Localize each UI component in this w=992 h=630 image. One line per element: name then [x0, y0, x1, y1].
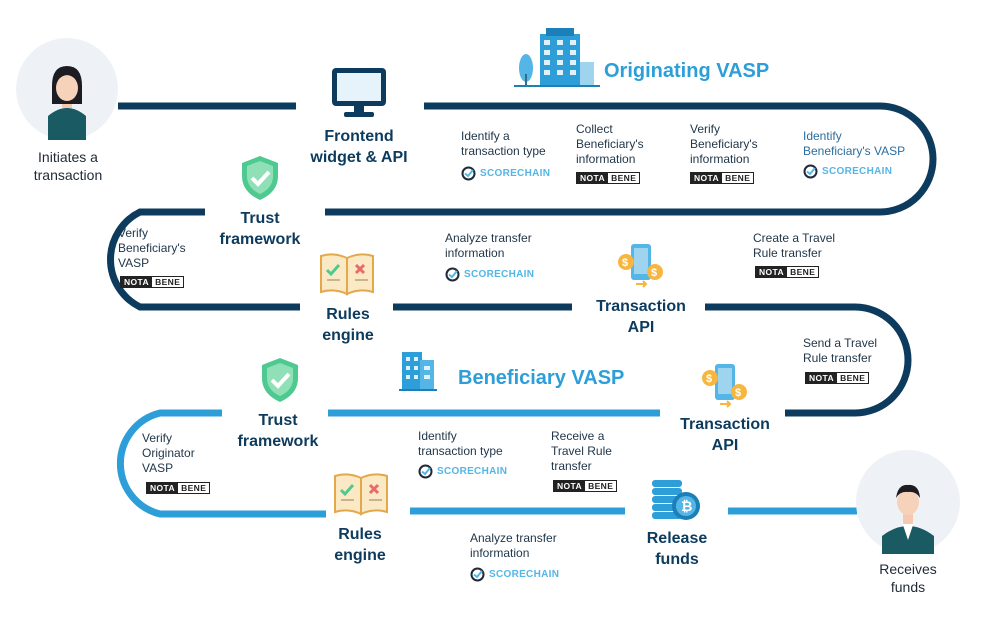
step-identify-transaction-type: Identify a transaction type — [461, 129, 546, 158]
release-funds-label: Release funds — [646, 530, 708, 568]
svg-text:$: $ — [651, 267, 657, 279]
building-icon — [399, 352, 437, 391]
step-receive-travel-rule-transfer: Receive a Travel Rule transfer — [551, 429, 612, 473]
notabene-wordmark-a: NOTA — [691, 173, 723, 183]
originating-vasp-title: Originating VASP — [604, 60, 770, 82]
notabene-wordmark-b: BENE — [152, 277, 184, 287]
step-send-travel-rule-transfer: Send a Travel Rule transfer — [803, 336, 878, 365]
track-segment-5 — [705, 303, 912, 417]
svg-text:$: $ — [735, 387, 741, 399]
notabene-wordmark-a: NOTA — [554, 481, 586, 491]
scorechain-badge: SCORECHAIN — [461, 166, 550, 181]
notabene-wordmark-b: BENE — [608, 173, 640, 183]
transaction-api-label: Transaction API — [596, 298, 686, 336]
originator-label: Initiates a transaction — [33, 149, 103, 183]
beneficiary-label: Receives funds — [879, 561, 937, 595]
step-verify-originator-vasp: Verify Originator VASP — [142, 431, 195, 475]
track-segment-3 — [107, 208, 300, 311]
trust-framework-label: Trust framework — [237, 412, 319, 450]
notabene-wordmark-a: NOTA — [756, 267, 788, 277]
man-icon — [882, 484, 934, 554]
step-verify-beneficiary-vasp: Verify Beneficiary's VASP — [118, 226, 186, 270]
svg-text:₿: ₿ — [681, 498, 692, 514]
scorechain-wordmark: SCORECHAIN — [464, 269, 535, 280]
beneficiary-avatar — [856, 450, 960, 554]
notabene-wordmark-b: BENE — [837, 373, 869, 383]
scorechain-logo-icon — [470, 567, 485, 582]
scorechain-wordmark: SCORECHAIN — [480, 168, 551, 179]
scorechain-badge: SCORECHAIN — [803, 164, 892, 179]
scorechain-wordmark: SCORECHAIN — [822, 166, 893, 177]
originator-avatar — [16, 38, 118, 140]
building-icon — [514, 28, 600, 87]
step-identify-transaction-type: Identify transaction type — [418, 429, 503, 458]
scorechain-wordmark: SCORECHAIN — [489, 569, 560, 580]
step-identify-beneficiary-vasp: Identify Beneficiary's VASP — [803, 129, 906, 158]
notabene-wordmark-b: BENE — [178, 483, 210, 493]
scorechain-logo-icon — [461, 166, 476, 181]
track-segment-7 — [116, 409, 326, 518]
scorechain-badge: SCORECHAIN — [470, 567, 559, 582]
step-collect-beneficiary-info: Collect Beneficiary's information — [576, 122, 644, 166]
step-verify-beneficiary-info: Verify Beneficiary's information — [690, 122, 758, 166]
notabene-wordmark-a: NOTA — [121, 277, 153, 287]
monitor-icon — [332, 68, 386, 117]
notabene-wordmark-a: NOTA — [577, 173, 609, 183]
shield-icon — [242, 156, 278, 200]
rules-book-icon — [334, 473, 388, 516]
step-create-travel-rule-transfer: Create a Travel Rule transfer — [753, 231, 836, 260]
trust-framework-label: Trust framework — [219, 210, 301, 248]
notabene-wordmark-b: BENE — [722, 173, 754, 183]
woman-icon — [48, 66, 86, 140]
scorechain-logo-icon — [418, 464, 433, 479]
scorechain-badge: SCORECHAIN — [418, 464, 507, 479]
step-analyze-transfer-info: Analyze transfer information — [445, 231, 532, 260]
scorechain-logo-icon — [803, 164, 818, 179]
rules-book-icon — [320, 253, 374, 296]
track-segment-2 — [325, 102, 937, 216]
rules-engine-label: Rules engine — [334, 526, 386, 564]
notabene-wordmark-b: BENE — [787, 267, 819, 277]
scorechain-wordmark: SCORECHAIN — [437, 466, 508, 477]
transaction-api-label: Transaction API — [680, 416, 770, 454]
frontend-label: Frontend widget & API — [310, 128, 408, 166]
scorechain-logo-icon — [445, 267, 460, 282]
step-analyze-transfer-info: Analyze transfer information — [470, 531, 557, 560]
shield-icon — [262, 358, 298, 402]
notabene-wordmark-b: BENE — [585, 481, 617, 491]
bitcoin-stack-icon: ₿ — [652, 480, 700, 520]
phone-coins-icon: $ $ — [702, 364, 747, 408]
rules-engine-label: Rules engine — [322, 306, 374, 344]
phone-coins-icon: $ $ — [618, 244, 663, 288]
notabene-wordmark-a: NOTA — [147, 483, 179, 493]
svg-text:$: $ — [622, 257, 628, 269]
svg-text:$: $ — [706, 373, 712, 385]
beneficiary-vasp-title: Beneficiary VASP — [458, 367, 625, 389]
scorechain-badge: SCORECHAIN — [445, 267, 534, 282]
notabene-wordmark-a: NOTA — [806, 373, 838, 383]
